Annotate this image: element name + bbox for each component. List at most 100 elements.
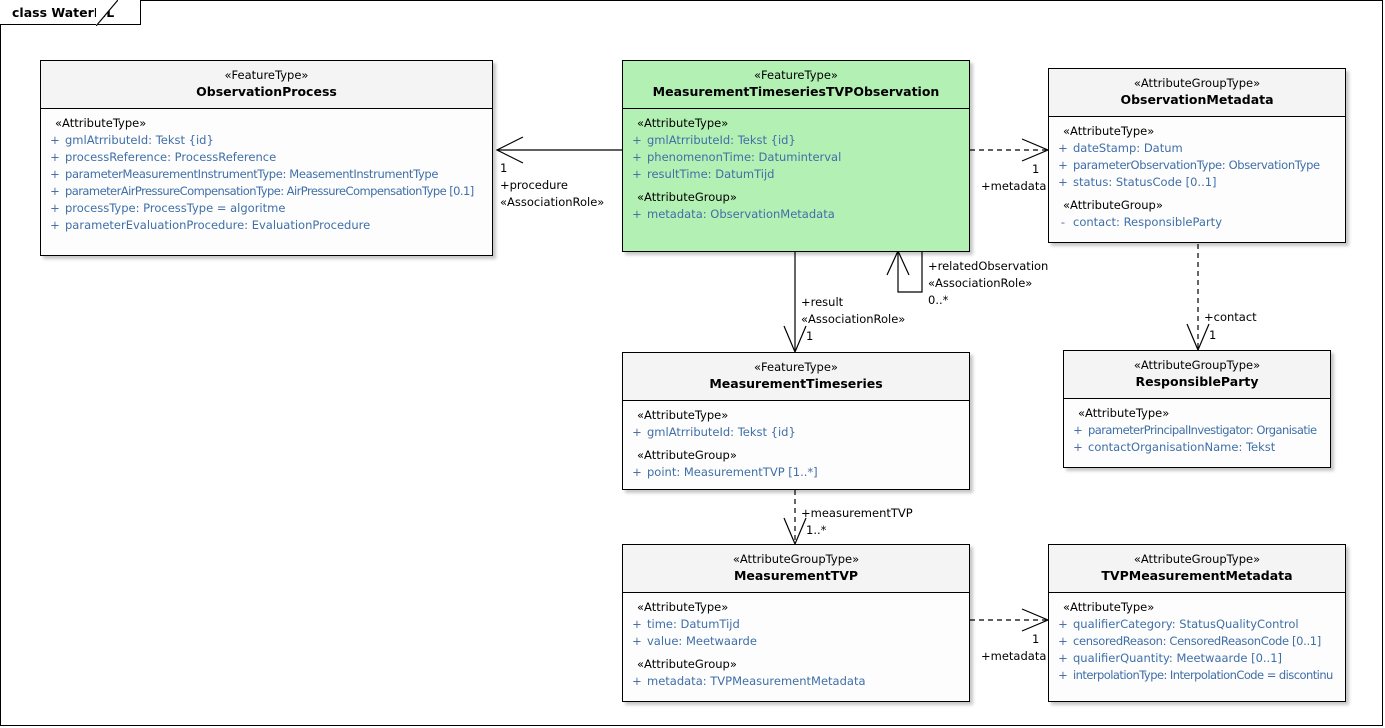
attribute-visibility: +: [632, 167, 642, 181]
metadata-tvp-multiplicity: 1: [1032, 632, 1040, 646]
attribute-text: status: StatusCode [0..1]: [1073, 175, 1217, 189]
class-name: ObservationMetadata: [1120, 92, 1274, 107]
metadata-tvp-role: +metadata: [981, 649, 1047, 663]
attribute-visibility: +: [1058, 668, 1068, 682]
connector-label-measurement-tvp: +measurementTVP: [801, 505, 913, 522]
attribute-visibility: +: [1073, 440, 1083, 454]
attribute-group-label: «AttributeType»: [1063, 124, 1155, 138]
attribute-row: + gmlAtrributeId: Tekst {id}: [627, 424, 965, 441]
class-stereotype: «FeatureType»: [754, 360, 838, 374]
attribute-visibility: +: [50, 167, 60, 181]
attribute-visibility: +: [632, 133, 642, 147]
connector-metadata-tvp: [970, 608, 1050, 632]
connector-related-observation: [886, 249, 923, 293]
attribute-row: + parameterMeasurementInstrumentType: Me…: [45, 166, 488, 183]
class-stereotype: «FeatureType»: [754, 68, 838, 82]
attribute-text: metadata: TVPMeasurementMetadata: [647, 674, 866, 688]
procedure-stereotype: «AssociationRole»: [500, 195, 605, 209]
attribute-visibility: +: [1058, 175, 1068, 189]
class-box-observation-process[interactable]: «FeatureType» ObservationProcess «Attrib…: [40, 60, 493, 256]
attribute-group-label: «AttributeType»: [637, 600, 729, 614]
class-box-measurement-timeseries-tvp-observation[interactable]: «FeatureType» MeasurementTimeseriesTVPOb…: [622, 60, 970, 252]
attribute-text: gmlAtrributeId: Tekst {id}: [647, 425, 796, 439]
class-body-observation-metadata: «AttributeType» + dateStamp: Datum + par…: [1049, 117, 1345, 237]
metadata-observation-role: +metadata: [981, 179, 1047, 193]
attribute-row: + qualifierQuantity: Meetwaarde [0..1]: [1053, 650, 1341, 667]
procedure-role: +procedure: [500, 178, 568, 192]
attribute-text: resultTime: DatumTijd: [647, 167, 775, 181]
attribute-row: + time: DatumTijd: [627, 616, 965, 633]
attribute-visibility: +: [50, 201, 60, 215]
attribute-visibility: +: [632, 207, 642, 221]
class-body-responsible-party: «AttributeType» + parameterPrincipalInve…: [1064, 399, 1330, 462]
measurement-tvp-multiplicity: 1..*: [806, 523, 827, 537]
attribute-group-label: «AttributeGroup»: [637, 448, 737, 462]
metadata-observation-multiplicity: 1: [1032, 162, 1040, 176]
class-header-measurement-timeseries-tvp-observation: «FeatureType» MeasurementTimeseriesTVPOb…: [623, 61, 969, 109]
class-header-observation-metadata: «AttributeGroupType» ObservationMetadata: [1049, 69, 1345, 117]
contact-role: +contact: [1204, 310, 1257, 324]
class-header-tvp-measurement-metadata: «AttributeGroupType» TVPMeasurementMetad…: [1049, 545, 1345, 593]
attribute-text: parameterAirPressureCompensationType: Ai…: [65, 184, 474, 198]
attribute-text: contact: ResponsibleParty: [1073, 215, 1222, 229]
connector-label-result: +result «AssociationRole»: [801, 294, 905, 328]
attribute-group-label: «AttributeType»: [637, 116, 729, 130]
attribute-visibility: +: [1058, 141, 1068, 155]
connector-label-related-observation: +relatedObservation «AssociationRole» 0.…: [928, 258, 1048, 309]
attribute-text: dateStamp: Datum: [1073, 141, 1183, 155]
class-box-tvp-measurement-metadata[interactable]: «AttributeGroupType» TVPMeasurementMetad…: [1048, 544, 1346, 702]
class-box-observation-metadata[interactable]: «AttributeGroupType» ObservationMetadata…: [1048, 68, 1346, 243]
attribute-row: + metadata: TVPMeasurementMetadata: [627, 673, 965, 690]
result-multiplicity: 1: [806, 329, 814, 343]
related-observation-multiplicity: 0..*: [928, 293, 949, 307]
class-stereotype: «AttributeGroupType»: [1133, 552, 1261, 566]
attribute-row: + qualifierCategory: StatusQualityContro…: [1053, 616, 1341, 633]
attribute-text: qualifierQuantity: Meetwaarde [0..1]: [1073, 651, 1283, 665]
attribute-row: + processReference: ProcessReference: [45, 149, 488, 166]
attribute-visibility: +: [1058, 617, 1068, 631]
attribute-text: point: MeasurementTVP [1..*]: [647, 465, 818, 479]
attribute-text: gmlAtrributeId: Tekst {id}: [647, 133, 796, 147]
attribute-text: metadata: ObservationMetadata: [647, 207, 835, 221]
attribute-text: phenomenonTime: Datuminterval: [647, 150, 842, 164]
attribute-text: interpolationType: InterpolationCode = d…: [1073, 668, 1333, 682]
class-box-measurement-timeseries[interactable]: «FeatureType» MeasurementTimeseries «Att…: [622, 352, 970, 490]
attribute-group-label: «AttributeGroup»: [637, 190, 737, 204]
attribute-text: value: Meetwaarde: [647, 634, 757, 648]
class-body-tvp-measurement-metadata: «AttributeType» + qualifierCategory: Sta…: [1049, 593, 1345, 690]
attribute-row: + dateStamp: Datum: [1053, 140, 1341, 157]
result-role: +result: [801, 295, 844, 309]
attribute-row: + contactOrganisationName: Tekst: [1068, 439, 1326, 456]
connector-contact: [1186, 244, 1210, 352]
related-observation-role: +relatedObservation: [928, 259, 1049, 273]
related-observation-stereotype: «AssociationRole»: [928, 276, 1033, 290]
class-name: ObservationProcess: [196, 84, 337, 99]
attribute-visibility: +: [1058, 158, 1068, 172]
attribute-visibility: +: [50, 218, 60, 232]
attribute-text: censoredReason: CensoredReasonCode [0..1…: [1073, 634, 1321, 648]
attribute-visibility: +: [1058, 651, 1068, 665]
class-body-measurement-tvp: «AttributeType» + time: DatumTijd + valu…: [623, 593, 969, 696]
attribute-row: + metadata: ObservationMetadata: [627, 206, 965, 223]
class-box-responsible-party[interactable]: «AttributeGroupType» ResponsibleParty «A…: [1063, 350, 1331, 468]
class-stereotype: «AttributeGroupType»: [732, 552, 860, 566]
attribute-text: processReference: ProcessReference: [65, 150, 277, 164]
connector-label-metadata-tvp-mult: 1: [1032, 631, 1039, 648]
attribute-text: qualifierCategory: StatusQualityControl: [1073, 617, 1299, 631]
attribute-row: + parameterEvaluationProcedure: Evaluati…: [45, 217, 488, 234]
attribute-group-label: «AttributeType»: [1078, 406, 1170, 420]
attribute-text: parameterObservationType: ObservationTyp…: [1073, 158, 1320, 172]
attribute-visibility: +: [632, 465, 642, 479]
contact-multiplicity: 1: [1209, 328, 1217, 342]
class-header-measurement-timeseries: «FeatureType» MeasurementTimeseries: [623, 353, 969, 401]
attribute-text: parameterMeasurementInstrumentType: Meas…: [65, 167, 439, 181]
connector-label-procedure: 1 +procedure «AssociationRole»: [500, 160, 604, 211]
connector-label-metadata-tvp-role: +metadata: [981, 648, 1046, 665]
attribute-visibility: +: [1073, 423, 1083, 437]
class-box-measurement-tvp[interactable]: «AttributeGroupType» MeasurementTVP «Att…: [622, 544, 970, 702]
class-stereotype: «AttributeGroupType»: [1133, 358, 1261, 372]
connector-label-metadata-observation-role: +metadata: [981, 178, 1046, 195]
connector-label-contact: +contact: [1204, 309, 1257, 326]
connector-label-result-mult: 1: [806, 328, 813, 345]
